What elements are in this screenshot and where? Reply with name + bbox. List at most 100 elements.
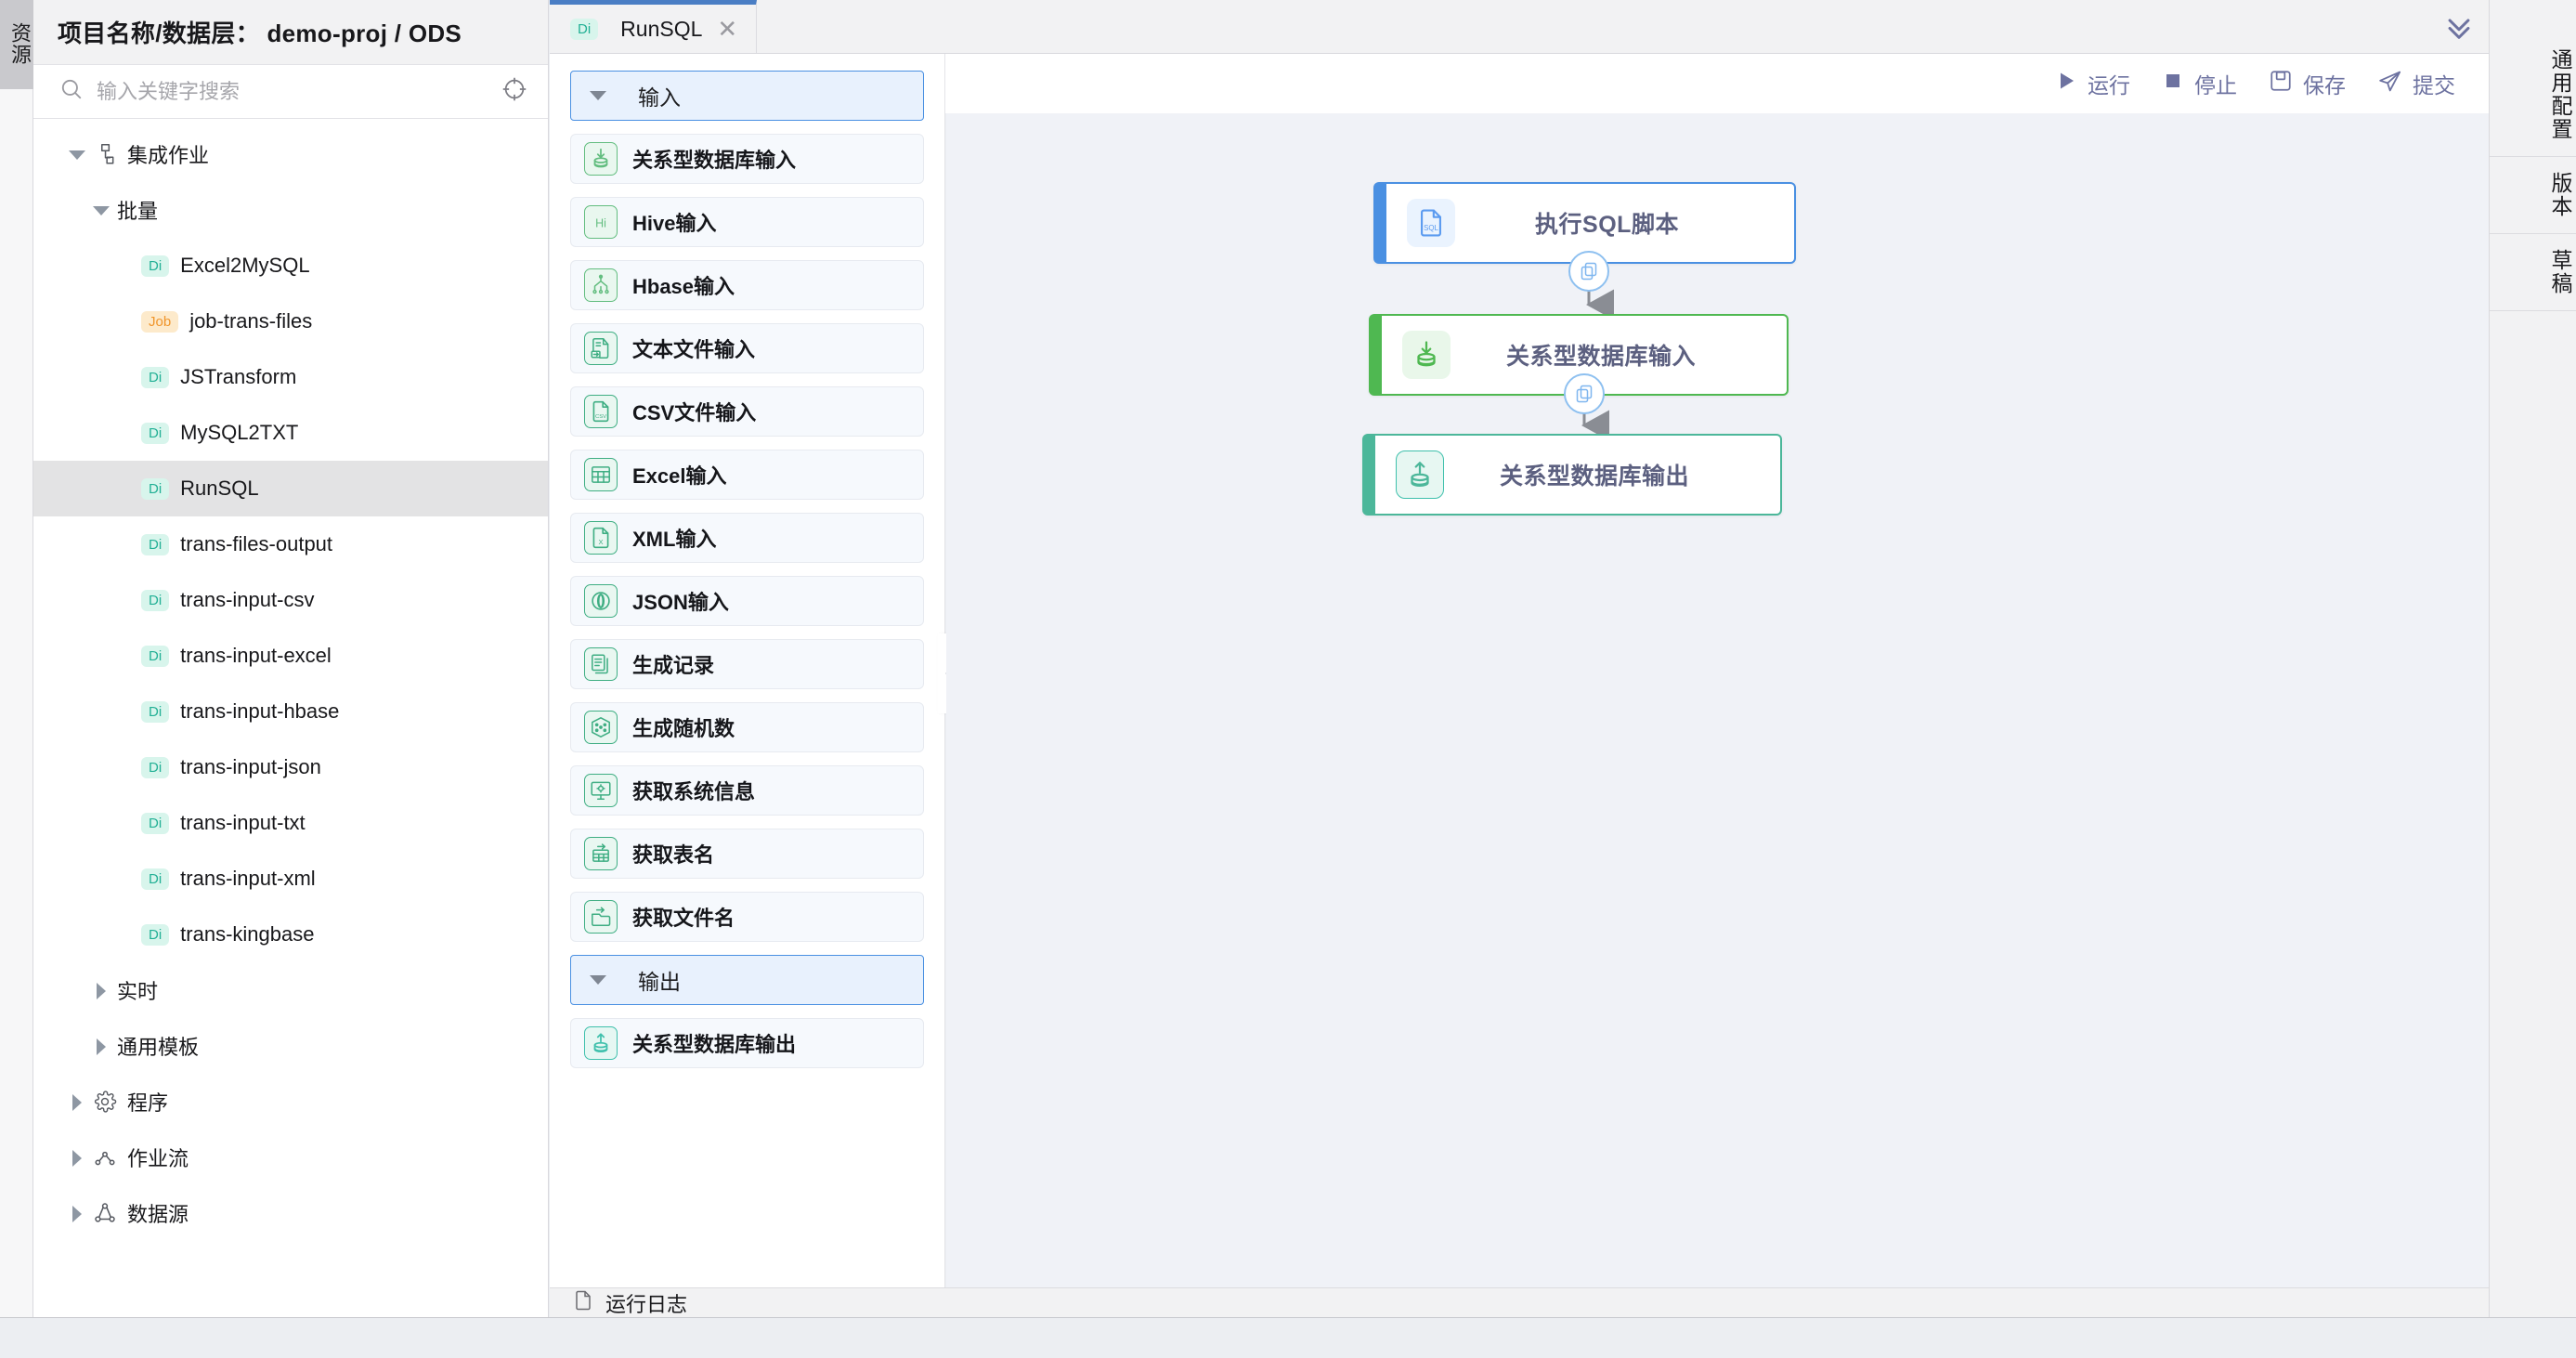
submit-button[interactable]: 提交 [2377, 68, 2455, 99]
palette-item[interactable]: 生成随机数 [570, 702, 924, 752]
footer-strip [0, 1317, 2576, 1358]
flow-node[interactable]: 关系型数据库输出 [1362, 434, 1782, 516]
tree-item-label: job-trans-files [189, 309, 313, 333]
send-icon [2377, 69, 2402, 99]
close-icon[interactable]: ✕ [717, 15, 738, 43]
generate-record-icon [584, 647, 618, 681]
sidebar-header: 项目名称/数据层： demo-proj / ODS [33, 0, 548, 65]
chevron-down-icon[interactable] [590, 975, 606, 985]
palette-item[interactable]: 获取表名 [570, 829, 924, 879]
palette-group-input[interactable]: 输入 [570, 71, 924, 121]
palette-item[interactable]: 关系型数据库输入 [570, 134, 924, 184]
copy-rows-icon[interactable] [1568, 251, 1609, 292]
palette-item-label: 获取表名 [632, 843, 715, 867]
palette-item[interactable]: JSON输入 [570, 576, 924, 626]
chevron-right-icon[interactable] [67, 1147, 87, 1168]
palette-item[interactable]: 文本文件输入 [570, 323, 924, 373]
tree-item-badge: Di [141, 366, 170, 388]
chevron-right-icon[interactable] [67, 1091, 87, 1112]
tree-item-label: 集成作业 [127, 144, 210, 167]
crosshair-target-icon[interactable] [501, 76, 527, 107]
get-table-name-icon [584, 837, 618, 870]
database-download-icon [584, 142, 618, 176]
tree-item-trans-input-hbase[interactable]: Di trans-input-hbase [33, 684, 548, 739]
palette-item-label: 获取文件名 [632, 907, 735, 930]
palette-item[interactable]: Hbase输入 [570, 260, 924, 310]
dice-icon [584, 711, 618, 744]
tree-item-badge: Di [141, 700, 170, 723]
sidebar-search-row[interactable] [33, 65, 548, 119]
tree-item-node-18[interactable]: 作业流 [33, 1129, 548, 1185]
left-rail-tab-resources[interactable]: 资源 [0, 0, 33, 89]
flow-node-label: 关系型数据库输出 [1499, 464, 1689, 490]
palette-item-label: 文本文件输入 [632, 338, 756, 361]
double-chevron-down-icon[interactable] [2429, 0, 2489, 53]
search-input[interactable] [97, 79, 488, 104]
run-log-label[interactable]: 运行日志 [605, 1292, 688, 1316]
play-icon [2055, 70, 2077, 98]
chevron-down-icon[interactable] [91, 200, 111, 220]
chevron-down-icon[interactable] [67, 144, 87, 164]
tree-item-node-16[interactable]: 通用模板 [33, 1018, 548, 1074]
tree-item-label: 作业流 [127, 1147, 189, 1170]
caret-spacer [115, 367, 136, 387]
chevron-right-icon[interactable] [91, 980, 111, 1000]
chevron-right-icon[interactable] [67, 1203, 87, 1223]
save-button-label: 保存 [2303, 73, 2346, 98]
text-file-input-icon [584, 332, 618, 365]
palette-group-output[interactable]: 输出 [570, 955, 924, 1005]
copy-rows-icon[interactable] [1564, 373, 1605, 414]
save-button[interactable]: 保存 [2269, 68, 2346, 99]
run-button[interactable]: 运行 [2055, 68, 2130, 99]
stop-icon [2162, 70, 2184, 98]
right-rail-tab-version[interactable]: 版本 [2490, 157, 2576, 234]
run-button-label: 运行 [2088, 73, 2130, 98]
tree-item-node-0[interactable]: 集成作业 [33, 126, 548, 182]
chevron-down-icon[interactable] [590, 91, 606, 100]
right-rail-tab-draft[interactable]: 草稿 [2490, 234, 2576, 311]
palette-item[interactable]: 获取文件名 [570, 892, 924, 942]
excel-grid-icon [584, 458, 618, 491]
tree-item-node-19[interactable]: 数据源 [33, 1185, 548, 1241]
stop-button[interactable]: 停止 [2162, 68, 2237, 99]
tree-item-label: trans-input-json [180, 755, 321, 778]
right-rail-body [2490, 311, 2576, 1317]
tree-item-badge: Di [141, 477, 170, 500]
svg-text:SQL: SQL [1424, 224, 1438, 232]
tree-item-node-17[interactable]: 程序 [33, 1074, 548, 1129]
palette-item[interactable]: 获取系统信息 [570, 765, 924, 816]
gear-icon [93, 1090, 117, 1114]
palette-item[interactable]: 关系型数据库输出 [570, 1018, 924, 1068]
tree-item-node-15[interactable]: 实时 [33, 962, 548, 1018]
palette-item[interactable]: 生成记录 [570, 639, 924, 689]
chevron-right-icon[interactable] [91, 1036, 111, 1056]
tab-runsql[interactable]: Di RunSQL ✕ [550, 0, 758, 53]
tree-item-label: trans-input-hbase [180, 699, 340, 723]
bottom-status-bar: 运行日志 [550, 1287, 2489, 1317]
tree-item-label: Excel2MySQL [180, 254, 310, 277]
tree-item-label: trans-input-csv [180, 588, 315, 611]
tree-item-node-1[interactable]: 批量 [33, 182, 548, 238]
caret-spacer [115, 646, 136, 666]
tree-item-label: trans-input-txt [180, 811, 306, 834]
palette-item[interactable]: Excel输入 [570, 450, 924, 500]
save-icon [2269, 69, 2293, 98]
right-rail-tab-general-config[interactable]: 通用配置 [2490, 33, 2576, 157]
